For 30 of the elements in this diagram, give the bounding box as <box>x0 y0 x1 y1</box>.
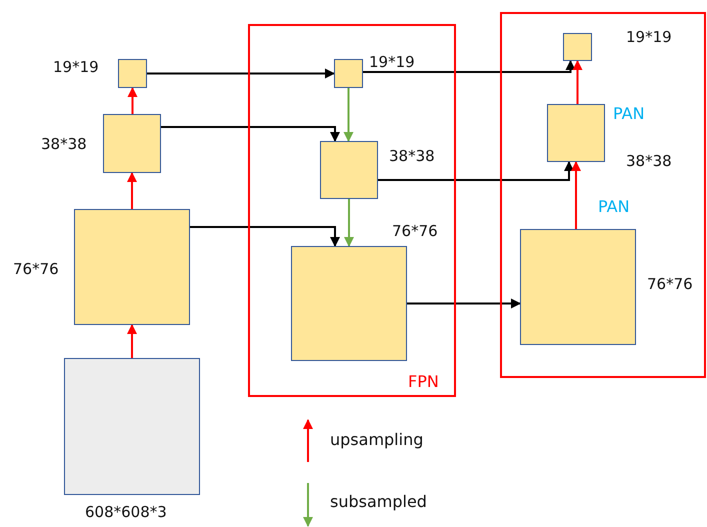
arrow <box>571 161 581 229</box>
size-label: 19*19 <box>626 28 672 46</box>
arrow <box>572 60 582 104</box>
size-label: 19*19 <box>369 53 415 71</box>
arrow <box>363 60 576 73</box>
pan-frame <box>500 12 706 378</box>
arrow <box>127 324 137 358</box>
size-label: 38*38 <box>626 152 672 170</box>
arrow <box>344 88 354 142</box>
arrow <box>190 226 340 247</box>
size-label: 608*608*3 <box>85 503 167 521</box>
arrow <box>127 172 137 209</box>
fpn-frame <box>248 24 456 397</box>
frame-label: FPN <box>408 373 439 391</box>
size-label: 76*76 <box>647 275 693 293</box>
module-label: PAN <box>598 198 630 216</box>
arrow <box>378 161 574 181</box>
size-label: 38*38 <box>41 135 87 153</box>
arrow <box>147 68 335 78</box>
legend-label: subsampled <box>330 493 427 511</box>
arrow <box>128 87 138 114</box>
arrow <box>161 126 340 142</box>
size-label: 76*76 <box>13 260 59 278</box>
size-label: 38*38 <box>389 147 435 165</box>
legend-label: upsampling <box>330 431 424 449</box>
module-label: PAN <box>613 105 645 123</box>
size-label: 19*19 <box>53 58 99 76</box>
arrow <box>407 298 521 308</box>
size-label: 76*76 <box>392 222 438 240</box>
arrow <box>344 199 354 247</box>
